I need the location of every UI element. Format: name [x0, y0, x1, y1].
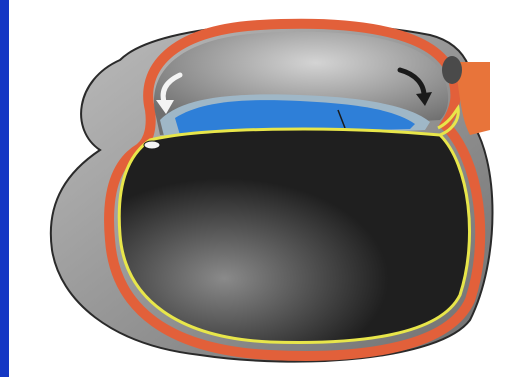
yolk-cavity — [119, 129, 469, 343]
stalk-knob — [442, 56, 462, 84]
left-junction-opening — [144, 141, 160, 149]
